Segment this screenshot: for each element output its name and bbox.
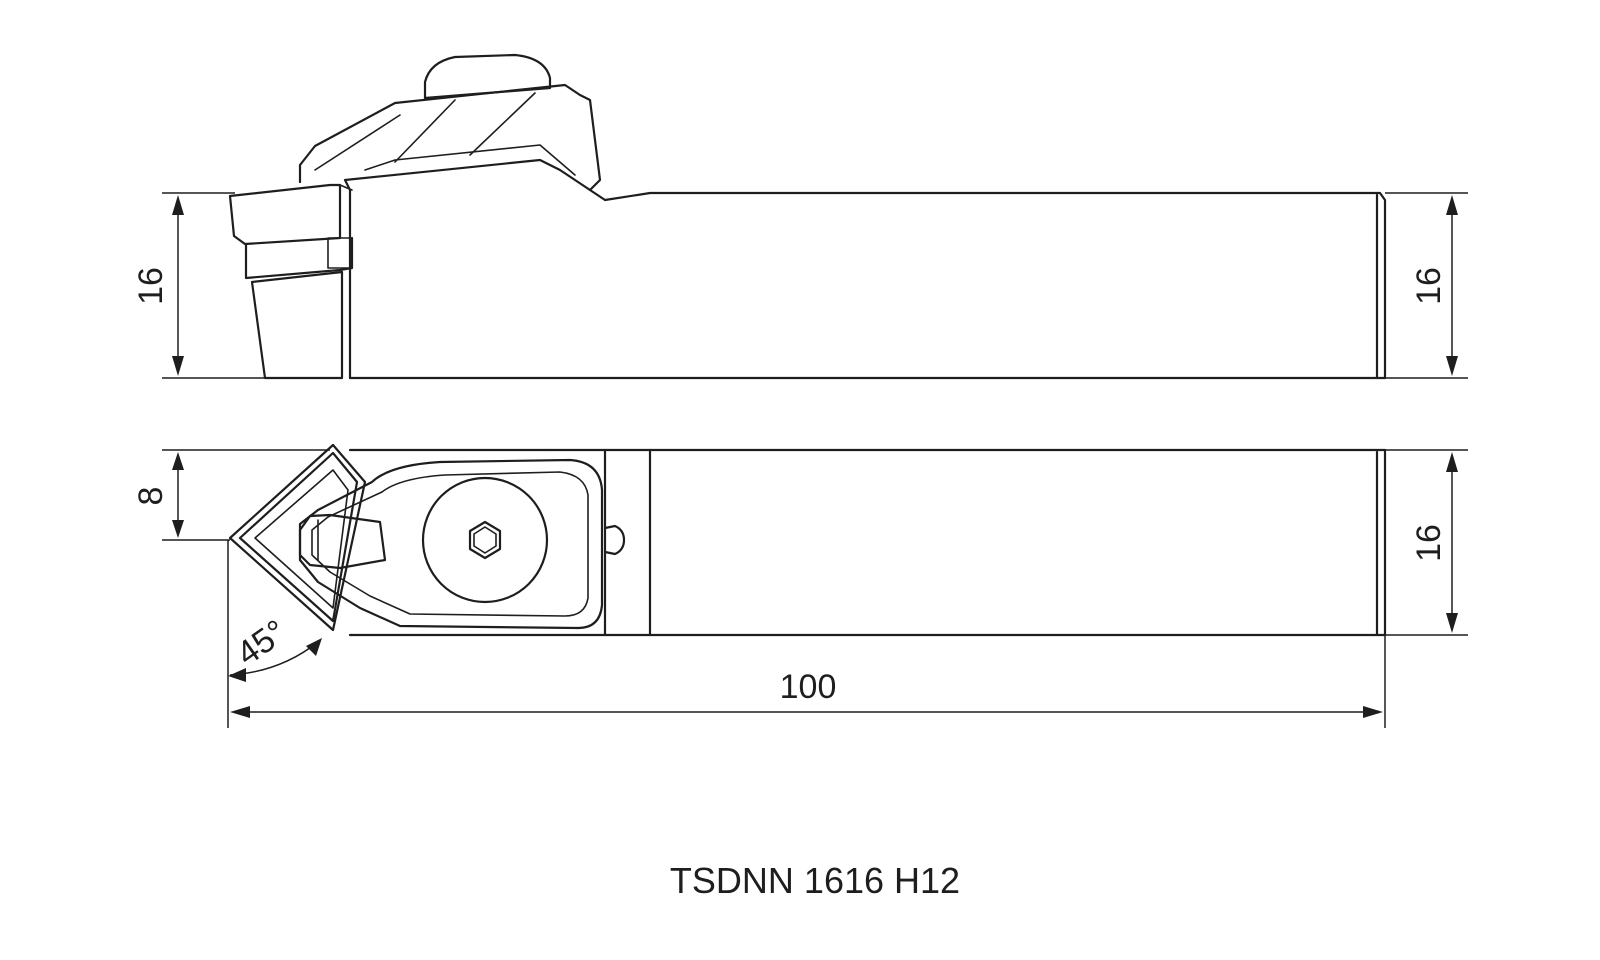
top-shank bbox=[348, 448, 1387, 637]
dim-side-height-left: 16 bbox=[132, 267, 170, 305]
side-head bbox=[343, 158, 607, 380]
arrow-angle-start bbox=[228, 668, 246, 682]
side-shim-pin bbox=[327, 237, 351, 269]
dim-top-width-right: 16 bbox=[1410, 524, 1448, 562]
arrow-offset-top bbox=[172, 452, 184, 470]
side-view bbox=[228, 53, 1387, 380]
side-clamp-arm bbox=[298, 83, 602, 192]
arrow-top-right-bottom bbox=[1446, 613, 1458, 633]
top-locating-pin bbox=[603, 524, 626, 556]
side-shim bbox=[244, 236, 354, 280]
arrow-angle-end bbox=[306, 638, 322, 656]
side-clamp-hatch-2 bbox=[469, 92, 536, 156]
arrow-length-left bbox=[230, 706, 250, 718]
top-clamp-nose bbox=[298, 513, 387, 570]
top-hex-socket-inner bbox=[473, 526, 497, 554]
drawing-caption: TSDNN 1616 H12 bbox=[670, 860, 960, 901]
top-insert-mid bbox=[238, 451, 359, 623]
dim-side-height-right: 16 bbox=[1410, 267, 1448, 305]
side-clamp-screw bbox=[423, 53, 552, 100]
top-hex-socket bbox=[468, 520, 502, 560]
side-shank bbox=[348, 191, 1387, 380]
dim-insert-offset: 8 bbox=[132, 487, 170, 506]
arrow-side-right-top bbox=[1446, 195, 1458, 215]
arrow-length-right bbox=[1363, 706, 1383, 718]
arrow-side-left-top bbox=[172, 195, 184, 215]
dim-total-length: 100 bbox=[780, 668, 837, 706]
side-clamp-hatch-3 bbox=[314, 114, 401, 171]
side-seat-edge bbox=[339, 184, 353, 191]
top-clamp-body bbox=[298, 458, 604, 630]
top-view bbox=[228, 443, 1387, 637]
top-clamp-screw-circle bbox=[421, 476, 549, 604]
arrow-side-left-bottom bbox=[172, 356, 184, 376]
top-insert-outer bbox=[228, 443, 367, 632]
side-insert bbox=[228, 183, 342, 246]
top-clamp-inner bbox=[311, 471, 589, 617]
arrow-offset-bottom bbox=[172, 520, 184, 538]
side-seat bbox=[250, 270, 344, 380]
arrow-top-right-top bbox=[1446, 452, 1458, 472]
side-clamp-inner bbox=[364, 144, 576, 176]
side-clamp-hatch-1 bbox=[394, 99, 456, 163]
top-view-dimension-lines bbox=[162, 449, 1468, 728]
dim-approach-angle: 45° bbox=[230, 613, 294, 674]
top-insert-inner bbox=[254, 469, 349, 609]
arrow-side-right-bottom bbox=[1446, 356, 1458, 376]
side-view-dimension-lines bbox=[162, 192, 1468, 379]
